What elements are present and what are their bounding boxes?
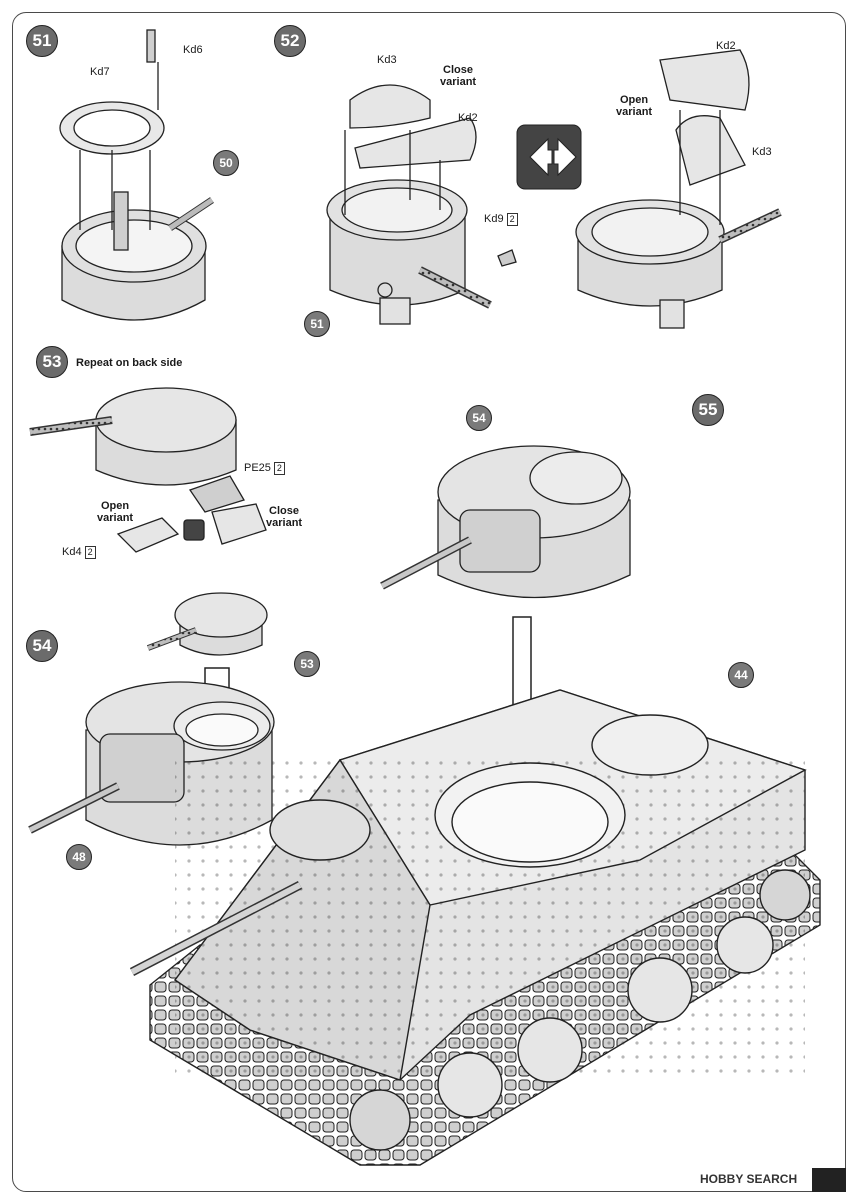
ref-step-53: 53: [294, 651, 320, 677]
quantity-kd4: 2: [84, 546, 96, 559]
step-number-53: 53: [36, 346, 68, 378]
step52-drawing: [326, 84, 517, 325]
tank-hull-drawing: [129, 689, 821, 1166]
note-repeat-on-back-side: Repeat on back side: [76, 357, 183, 369]
note-open-variant-top: Open variant: [616, 94, 653, 118]
step54-turret-drawing: [380, 445, 631, 599]
part-label-kd7: Kd7: [90, 66, 110, 78]
note-close-variant-top: Close variant: [440, 64, 477, 88]
step-number-55: 55: [692, 394, 724, 426]
step-number-54: 54: [26, 630, 58, 662]
part-label-kd4-text: Kd4: [62, 546, 82, 558]
footer-brand-b: SEARCH: [746, 1172, 798, 1186]
step-number-51: 51: [26, 25, 58, 57]
page-number-tab: [812, 1168, 846, 1192]
step51-drawing: [59, 29, 214, 321]
note-close-variant-step53: Close variant: [266, 505, 303, 529]
part-label-kd2-a: Kd2: [458, 112, 478, 124]
note-open-variant-step53: Open variant: [97, 500, 134, 524]
part-label-kd2-b: Kd2: [716, 40, 736, 52]
ref-step-51: 51: [304, 311, 330, 337]
quantity-pe25: 2: [273, 462, 285, 475]
page-border: [12, 12, 846, 1192]
part-label-pe25-text: PE25: [244, 462, 271, 474]
ref-step-48: 48: [66, 844, 92, 870]
ref-step-44: 44: [728, 662, 754, 688]
ref-step-54: 54: [466, 405, 492, 431]
part-label-kd9-text: Kd9: [484, 213, 504, 225]
step52-open-drawing: [575, 49, 782, 329]
footer-watermark: HOBBY SEARCH: [700, 1172, 797, 1186]
step54-main-turret-drawing: [28, 681, 275, 846]
part-label-kd3-a: Kd3: [377, 54, 397, 66]
step53-drawing: [29, 387, 267, 553]
footer-brand-a: HOBBY: [700, 1172, 744, 1186]
part-label-kd6: Kd6: [183, 44, 203, 56]
quantity-kd9: 2: [506, 213, 518, 226]
step54-small-turret-drawing: [146, 592, 268, 656]
part-label-kd3-b: Kd3: [752, 146, 772, 158]
swap-icon: [516, 124, 582, 190]
step-number-52: 52: [274, 25, 306, 57]
ref-step-50: 50: [213, 150, 239, 176]
